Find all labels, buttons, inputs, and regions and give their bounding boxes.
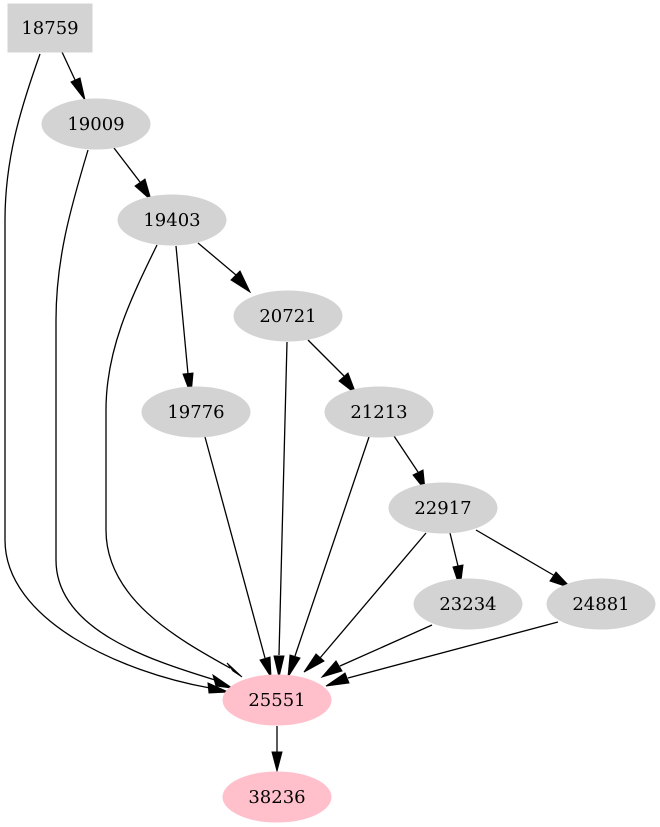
node-label: 24881 [572, 594, 629, 615]
arrowhead-icon [273, 655, 285, 678]
node-18759[interactable]: 18759 [7, 3, 93, 53]
node-label: 21213 [350, 402, 407, 423]
edge-18759-to-25551 [4, 53, 229, 694]
arrowhead-icon [303, 653, 325, 673]
node-label: 20721 [259, 306, 316, 327]
arrowhead-icon [70, 77, 86, 101]
node-20721[interactable]: 20721 [233, 290, 343, 342]
node-label: 23234 [439, 594, 496, 615]
edge-22917-to-25551 [303, 532, 427, 673]
edge-line [278, 341, 288, 656]
node-ellipse [141, 386, 251, 438]
edge-19009-to-25551 [55, 149, 233, 689]
edge-line [4, 53, 211, 689]
node-38236[interactable]: 38236 [222, 771, 332, 823]
edge-line [113, 147, 141, 183]
edge-25551-to-38236 [271, 726, 283, 773]
edge-line [319, 532, 427, 659]
node-label: 25551 [248, 690, 305, 711]
arrowhead-icon [549, 571, 572, 589]
edge-line [197, 242, 237, 276]
arrowhead-icon [259, 656, 272, 679]
node-ellipse [413, 578, 523, 630]
edge-line [204, 436, 266, 659]
graph-edges [4, 51, 572, 773]
edge-line [61, 51, 77, 83]
edge-line [339, 624, 433, 667]
node-24881[interactable]: 24881 [546, 578, 656, 630]
node-25551[interactable]: 25551 [222, 674, 332, 726]
graph-nodes: 18759 19009 19403 20721 19776 21213 22917 23234… [7, 3, 656, 823]
node-label: 19009 [67, 114, 124, 135]
node-19009[interactable]: 19009 [41, 98, 151, 150]
edge-20721-to-21213 [307, 339, 358, 396]
arrowhead-icon [230, 270, 252, 294]
edge-24881-to-25551 [325, 621, 559, 687]
node-ellipse [222, 674, 332, 726]
node-label: 19776 [167, 402, 224, 423]
edge-line [347, 621, 559, 679]
edge-21213-to-25551 [287, 436, 370, 678]
edge-line [175, 245, 189, 375]
node-ellipse [117, 194, 227, 246]
arrowhead-icon [287, 654, 301, 678]
node-ellipse [388, 482, 498, 534]
node-label: 18759 [21, 18, 78, 39]
edge-19776-to-25551 [204, 436, 272, 679]
node-19403[interactable]: 19403 [117, 194, 227, 246]
node-21213[interactable]: 21213 [324, 386, 434, 438]
node-label: 22917 [414, 498, 471, 519]
node-23234[interactable]: 23234 [413, 578, 523, 630]
arrowhead-icon [325, 672, 350, 687]
node-19776[interactable]: 19776 [141, 386, 251, 438]
arrowhead-icon [338, 372, 358, 396]
edge-19009-to-19403 [113, 147, 152, 202]
edge-line [307, 339, 345, 377]
edge-line [105, 244, 231, 669]
node-ellipse [41, 98, 151, 150]
edge-line [294, 436, 370, 657]
edge-line [393, 435, 419, 473]
node-ellipse [546, 578, 656, 630]
arrowhead-icon [320, 660, 343, 678]
arrowhead-icon [271, 751, 283, 773]
edge-20721-to-25551 [273, 341, 288, 678]
node-label: 38236 [248, 787, 305, 808]
node-label: 19403 [143, 210, 200, 231]
edge-23234-to-25551 [320, 624, 433, 678]
node-22917[interactable]: 22917 [388, 482, 498, 534]
edge-line [475, 529, 556, 577]
node-ellipse [233, 290, 343, 342]
arrowhead-icon [212, 673, 233, 689]
node-ellipse [222, 771, 332, 823]
edge-19403-to-19776 [175, 245, 194, 396]
node-ellipse [324, 386, 434, 438]
edge-18759-to-19009 [61, 51, 86, 101]
edge-line [449, 532, 459, 567]
edge-21213-to-22917 [393, 435, 426, 492]
node-box [7, 3, 93, 53]
edge-19403-to-25551 [105, 244, 243, 678]
arrowhead-icon [226, 662, 243, 678]
edge-22917-to-24881 [475, 529, 572, 589]
arrowhead-icon [207, 682, 229, 694]
edge-line [55, 149, 216, 681]
edge-19403-to-20721 [197, 242, 252, 294]
arrowhead-icon [134, 178, 152, 202]
